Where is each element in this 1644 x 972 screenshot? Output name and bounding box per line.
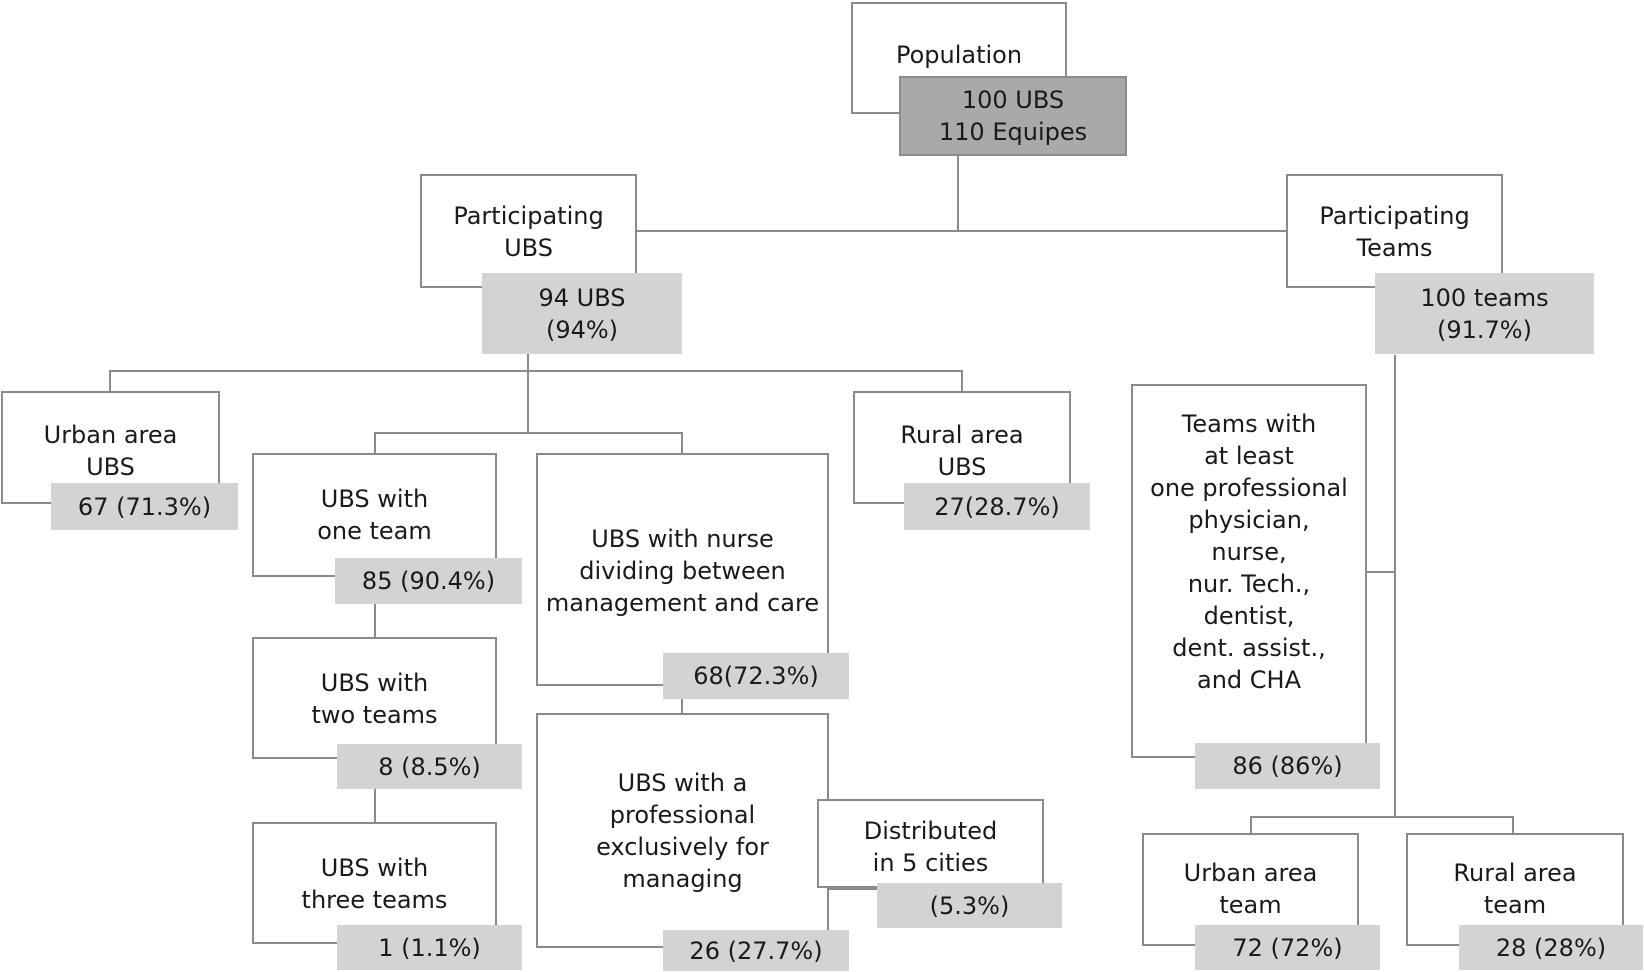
connector	[1394, 355, 1396, 817]
nurse-dividing-value: 68(72.3%)	[663, 653, 849, 699]
teams-full-node: Teams with at least one professional phy…	[1131, 384, 1367, 758]
urban-area-team-value: 72 (72%)	[1195, 925, 1380, 970]
connector	[374, 432, 683, 434]
three-teams-value: 1 (1.1%)	[337, 925, 522, 970]
node-label: Participating UBS	[453, 202, 604, 262]
rural-area-team-value: 28 (28%)	[1459, 925, 1643, 970]
three-teams-node: UBS with three teams	[252, 822, 497, 944]
connector	[1366, 571, 1396, 573]
node-label: Teams with at least one professional phy…	[1150, 410, 1348, 694]
node-label: Rural area team	[1453, 859, 1577, 919]
connector	[1250, 816, 1252, 834]
connector	[374, 603, 376, 638]
node-label: UBS with one team	[317, 485, 432, 545]
node-label: Urban area UBS	[43, 421, 178, 481]
connector	[374, 432, 376, 454]
distributed-value: (5.3%)	[877, 883, 1062, 928]
connector	[957, 155, 959, 231]
connector	[961, 370, 963, 392]
node-label: Urban area team	[1183, 859, 1318, 919]
connector	[827, 888, 878, 890]
node-label: UBS with nurse dividing between manageme…	[545, 525, 820, 617]
node-label: Rural area UBS	[900, 421, 1024, 481]
connector	[374, 787, 376, 823]
connector	[1250, 816, 1514, 818]
one-team-value: 85 (90.4%)	[335, 558, 522, 604]
node-label: Population	[895, 41, 1023, 69]
node-label: UBS with a professional exclusively for …	[596, 769, 769, 893]
urban-area-ubs-value: 67 (71.3%)	[51, 483, 238, 530]
connector	[109, 370, 963, 372]
two-teams-value: 8 (8.5%)	[337, 744, 522, 789]
two-teams-node: UBS with two teams	[252, 637, 497, 759]
node-label: UBS with two teams	[311, 669, 438, 729]
node-label: UBS with three teams	[301, 854, 448, 914]
connector	[1512, 816, 1514, 834]
connector	[681, 432, 683, 454]
population-value: 100 UBS 110 Equipes	[899, 76, 1127, 156]
professional-managing-node: UBS with a professional exclusively for …	[536, 713, 829, 948]
nurse-dividing-node: UBS with nurse dividing between manageme…	[536, 453, 829, 686]
participating-teams-value: 100 teams (91.7%)	[1375, 273, 1594, 354]
connector	[637, 230, 1288, 232]
connector	[109, 370, 111, 392]
node-label: Distributed in 5 cities	[863, 817, 998, 877]
distributed-node: Distributed in 5 cities	[817, 799, 1044, 888]
teams-full-value: 86 (86%)	[1195, 743, 1380, 789]
connector	[681, 698, 683, 714]
participating-teams-node: Participating Teams	[1286, 174, 1503, 288]
rural-area-ubs-value: 27(28.7%)	[904, 483, 1090, 530]
connector	[527, 354, 529, 434]
professional-managing-value: 26 (27.7%)	[663, 930, 849, 971]
participating-ubs-node: Participating UBS	[420, 174, 637, 288]
node-label: Participating Teams	[1319, 202, 1470, 262]
participating-ubs-value: 94 UBS (94%)	[482, 273, 682, 354]
